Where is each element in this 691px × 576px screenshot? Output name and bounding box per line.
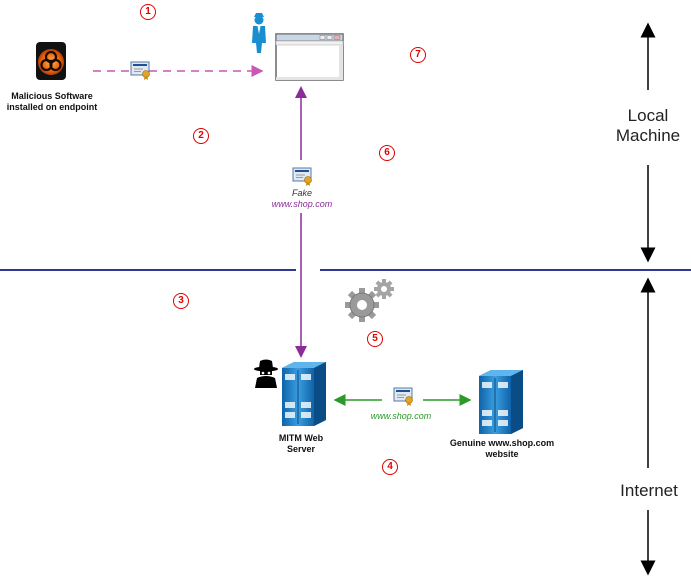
step-badge-2: 2 [193,128,209,144]
genuine-url-label: www.shop.com [370,411,432,421]
fake-url-label: www.shop.com [271,199,333,209]
step-badge-5: 5 [367,331,383,347]
genuine-certificate-icon [393,387,413,406]
zone-label-internet: Internet [608,481,690,501]
malware-label: Malicious Software installed on endpoint [6,91,98,112]
spy-icon [254,359,278,388]
mitm-server-label: MITM Web Server [278,433,324,454]
step-badge-6: 6 [379,145,395,161]
gears-icon [345,279,394,322]
browser-window-icon [275,33,344,81]
user-icon [252,13,266,53]
genuine-server-icon [479,370,523,434]
zone-label-local: Local Machine [600,106,691,146]
step-badge-7: 7 [410,47,426,63]
step-badge-3: 3 [173,293,189,309]
step-badge-4: 4 [382,459,398,475]
certificate-icon [130,61,150,80]
step-badge-1: 1 [140,4,156,20]
fake-label: Fake [291,188,312,198]
fake-certificate-icon [292,167,312,186]
mitm-server-icon [282,362,326,426]
genuine-site-label: Genuine www.shop.com website [449,438,555,459]
biohazard-icon [36,42,66,80]
